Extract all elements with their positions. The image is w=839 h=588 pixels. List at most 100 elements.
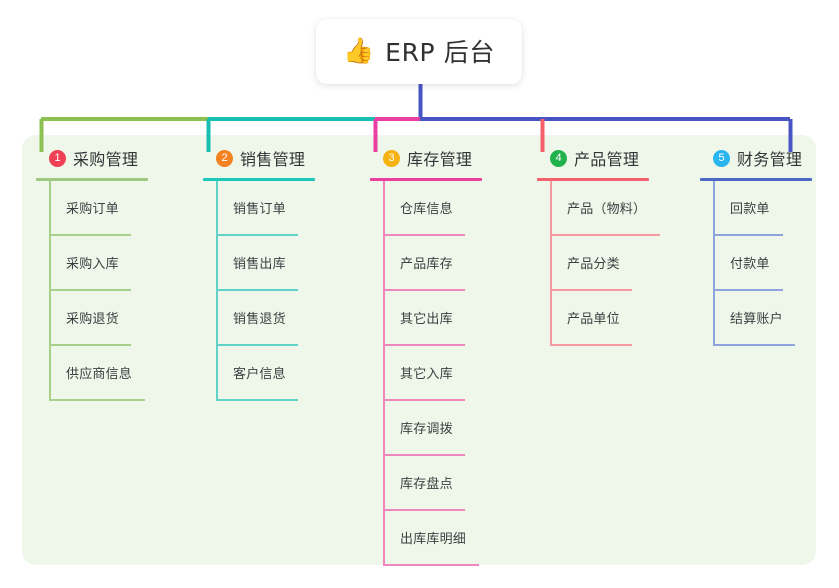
leaf-item-label: 产品库存 [400,257,453,272]
leaf-item[interactable]: 其它入库 [370,346,520,401]
leaf-item-label: 回款单 [730,202,770,217]
leaf-item[interactable]: 销售出库 [203,236,353,291]
leaf-item-label: 其它出库 [400,312,453,327]
leaf-item[interactable]: 供应商信息 [36,346,186,401]
branch-header-rule [537,178,649,181]
leaf-item-label: 采购退货 [66,312,119,327]
branch-spine [49,181,51,401]
leaf-item-rule [550,289,632,291]
branch-number-badge: 3 [383,149,400,167]
leaf-item-label: 销售退货 [233,312,286,327]
branch-title: 财务管理 [737,150,803,169]
leaf-item-label: 付款单 [730,257,770,272]
branch-leaf-list: 采购订单采购入库采购退货供应商信息 [36,181,186,401]
thumbs-up-icon: 👍 [343,36,375,65]
leaf-item-label: 出库库明细 [400,532,467,547]
leaf-item-rule [383,234,465,236]
leaf-item[interactable]: 产品库存 [370,236,520,291]
root-node[interactable]: 👍 ERP 后台 [316,19,522,84]
leaf-item-rule [383,344,465,346]
leaf-item-rule [550,344,632,346]
leaf-item-rule [49,344,131,346]
branch-header-rule [203,178,315,181]
branch-leaf-list: 销售订单销售出库销售退货客户信息 [203,181,353,401]
leaf-item-rule [713,234,783,236]
leaf-item[interactable]: 库存调拨 [370,401,520,456]
branch-column-4: 4 产品管理产品（物料） 产品分类产品单位 [537,146,687,346]
branch-header-1[interactable]: 1 采购管理 [36,146,186,170]
leaf-item-label: 结算账户 [730,312,783,327]
branch-column-5: 5 财务管理回款单付款单结算账户 [700,146,839,346]
branch-column-2: 2 销售管理销售订单销售出库销售退货客户信息 [203,146,353,401]
leaf-item[interactable]: 其它出库 [370,291,520,346]
leaf-item-rule [550,234,660,236]
branch-header-rule [370,178,482,181]
leaf-item[interactable]: 回款单 [700,181,839,236]
leaf-item[interactable]: 库存盘点 [370,456,520,511]
branch-header-rule [700,178,812,181]
leaf-item-label: 销售出库 [233,257,286,272]
leaf-item-rule [713,289,783,291]
branch-header-rule [36,178,148,181]
branch-column-3: 3 库存管理仓库信息产品库存其它出库其它入库库存调拨库存盘点出库库明细 [370,146,520,566]
leaf-item[interactable]: 出库库明细 [370,511,520,566]
leaf-item-label: 供应商信息 [66,367,133,382]
leaf-item[interactable]: 采购订单 [36,181,186,236]
branch-header-5[interactable]: 5 财务管理 [700,146,839,170]
branch-title: 库存管理 [407,150,473,169]
leaf-item[interactable]: 客户信息 [203,346,353,401]
branch-number-badge: 1 [49,149,66,167]
leaf-item-label: 仓库信息 [400,202,453,217]
branch-header-3[interactable]: 3 库存管理 [370,146,520,170]
branch-title: 销售管理 [240,150,306,169]
branch-spine [216,181,218,401]
leaf-item-rule [383,509,465,511]
leaf-item[interactable]: 产品分类 [537,236,687,291]
branch-column-1: 1 采购管理采购订单采购入库采购退货供应商信息 [36,146,186,401]
branch-spine [550,181,552,346]
leaf-item-label: 产品（物料） [567,202,647,217]
branch-number-badge: 4 [550,149,567,167]
branch-header-2[interactable]: 2 销售管理 [203,146,353,170]
branch-leaf-list: 回款单付款单结算账户 [700,181,839,346]
leaf-item[interactable]: 销售订单 [203,181,353,236]
branch-spine [713,181,715,346]
leaf-item[interactable]: 销售退货 [203,291,353,346]
branch-title: 采购管理 [73,150,139,169]
leaf-item[interactable]: 产品单位 [537,291,687,346]
leaf-item-rule [216,289,298,291]
diagram-background-panel [22,135,816,565]
branch-leaf-list: 产品（物料） 产品分类产品单位 [537,181,687,346]
leaf-item[interactable]: 采购入库 [36,236,186,291]
leaf-item-rule [383,564,479,566]
leaf-item-label: 产品分类 [567,257,620,272]
branch-spine [383,181,385,566]
leaf-item-rule [216,234,298,236]
leaf-item-rule [49,399,145,401]
leaf-item-rule [383,399,465,401]
leaf-item-label: 库存调拨 [400,422,453,437]
leaf-item-label: 采购订单 [66,202,119,217]
leaf-item[interactable]: 仓库信息 [370,181,520,236]
leaf-item[interactable]: 产品（物料） [537,181,687,236]
leaf-item-rule [383,289,465,291]
leaf-item-rule [216,344,298,346]
leaf-item-label: 销售订单 [233,202,286,217]
leaf-item-rule [49,234,131,236]
branch-leaf-list: 仓库信息产品库存其它出库其它入库库存调拨库存盘点出库库明细 [370,181,520,566]
branch-title: 产品管理 [574,150,640,169]
leaf-item-rule [383,454,465,456]
leaf-item-label: 库存盘点 [400,477,453,492]
leaf-item-label: 其它入库 [400,367,453,382]
branch-number-badge: 5 [713,149,730,167]
root-node-title: ERP 后台 [385,37,495,67]
leaf-item[interactable]: 结算账户 [700,291,839,346]
branch-header-4[interactable]: 4 产品管理 [537,146,687,170]
root-node-content: 👍 ERP 后台 [343,33,495,69]
leaf-item-label: 客户信息 [233,367,286,382]
leaf-item[interactable]: 采购退货 [36,291,186,346]
branch-number-badge: 2 [216,149,233,167]
leaf-item[interactable]: 付款单 [700,236,839,291]
leaf-item-rule [713,344,795,346]
